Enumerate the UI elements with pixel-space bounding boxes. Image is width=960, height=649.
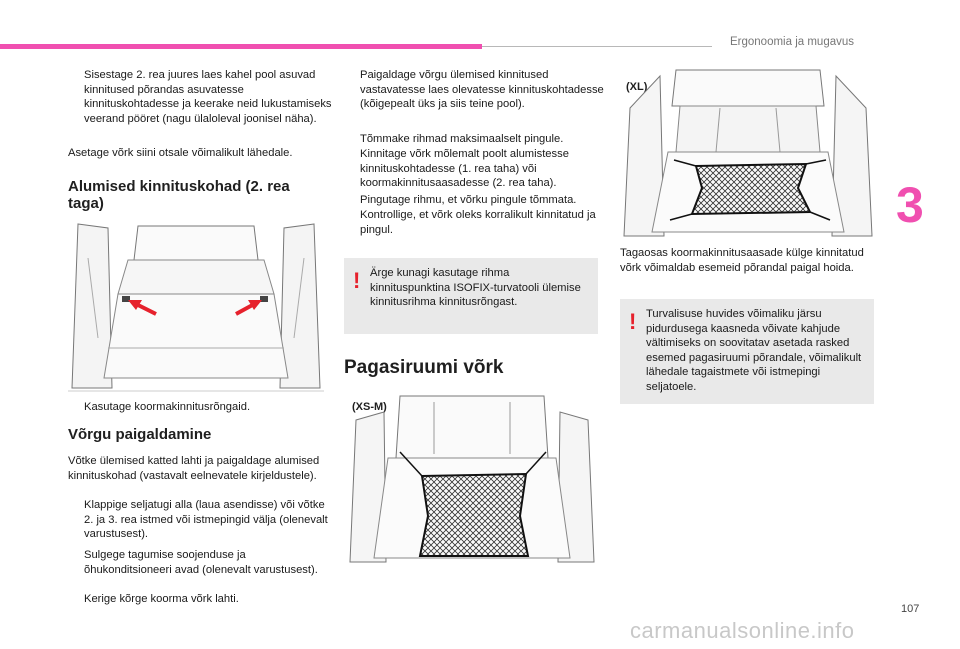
col2-bullet-4: Pingutage rihmu, et võrku pingule tõmmat…	[360, 194, 577, 206]
intro-line: Asetage võrk siini otsale võimalikult lä…	[68, 147, 293, 159]
figure-label-xs-m: (XS-M)	[352, 401, 387, 413]
col2-bullet-3: Kinnitage võrk mõlemalt poolt alumistess…	[360, 148, 569, 189]
intro-bullet: Sisestage 2. rea juures laes kahel pool …	[84, 69, 332, 125]
caption-bullet: Kasutage koormakinnitusrõngaid.	[84, 401, 251, 413]
luggage-net-xl-illustration	[623, 69, 873, 237]
warning-icon: !	[353, 268, 361, 293]
col2-bullet-1: Paigaldage võrgu ülemised kinnitused vas…	[360, 69, 604, 110]
install-bullet-3: Kerige kõrge koorma võrk lahti.	[84, 593, 239, 605]
col2-bullet-5: Kontrollige, et võrk oleks korralikult k…	[360, 209, 596, 236]
figure-label-xl: (XL)	[626, 81, 648, 93]
xl-caption: Tagaosas koormakinnitusaasade külge kinn…	[620, 247, 864, 274]
chapter-number: 3	[896, 177, 924, 233]
watermark: carmanualsonline.info	[630, 618, 855, 643]
warning-text: Ärge kunagi kasutage rihma kinnituspunkt…	[370, 267, 581, 308]
section-title: Ergonoomia ja mugavus	[730, 36, 855, 48]
heading-net-installation: Võrgu paigaldamine	[68, 426, 212, 443]
install-intro: Võtke ülemised katted lahti ja paigaldag…	[68, 455, 320, 482]
heading-lower-anchorages: Alumised kinnituskohad (2. rea taga)	[68, 178, 290, 212]
warning-box-isofix: ! Ärge kunagi kasutage rihma kinnituspun…	[344, 258, 598, 334]
install-bullet-1: Klappige seljatugi alla (laua asendisse)…	[84, 499, 328, 540]
warning-icon: !	[629, 309, 637, 334]
header-rule	[482, 46, 712, 47]
header-accent-bar	[0, 44, 482, 49]
lower-anchorage-illustration	[68, 218, 324, 392]
install-bullet-2: Sulgege tagumise soojenduse ja õhukondit…	[84, 549, 318, 576]
warning-text: Turvalisuse huvides võimaliku järsu pidu…	[646, 308, 862, 393]
page-number: 107	[901, 603, 920, 615]
heading-luggage-net: Pagasiruumi võrk	[344, 357, 504, 378]
col2-bullet-2: Tõmmake rihmad maksimaalselt pingule.	[360, 133, 564, 145]
warning-box-heavy-items: ! Turvalisuse huvides võimaliku järsu pi…	[620, 299, 874, 404]
luggage-net-xs-m-illustration	[349, 395, 595, 563]
